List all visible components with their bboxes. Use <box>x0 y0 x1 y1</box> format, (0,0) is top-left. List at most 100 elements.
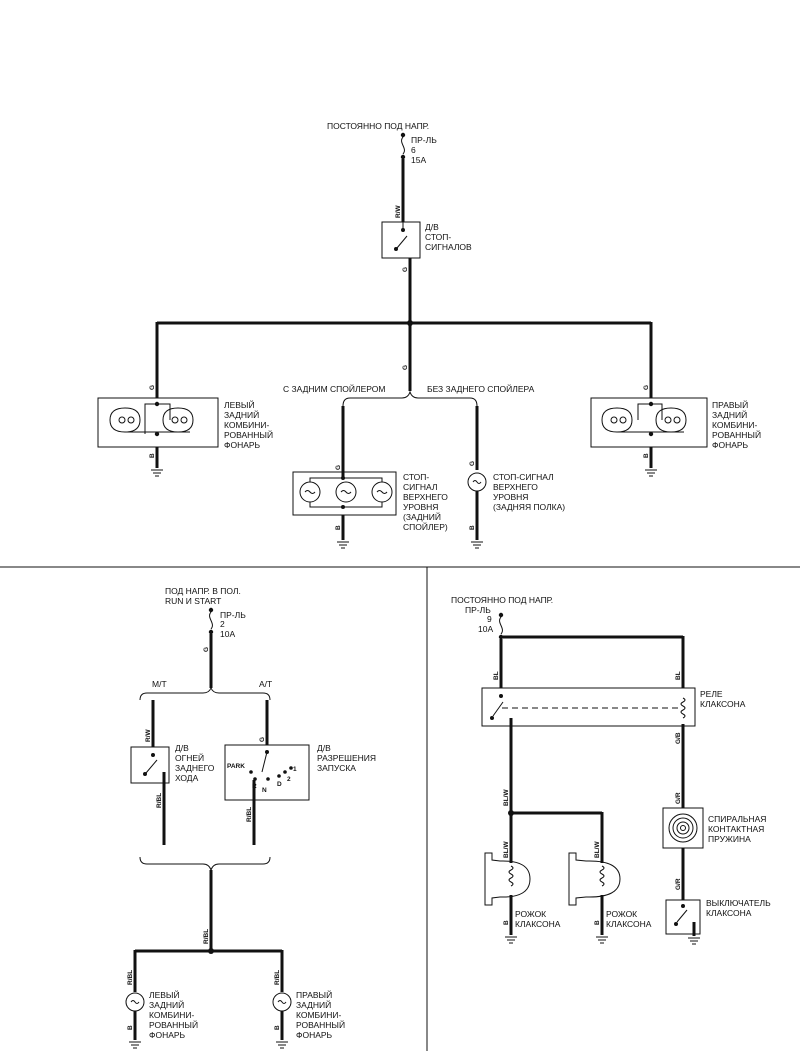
stop-fuse-name: ПР-ЛЬ <box>411 135 437 145</box>
stop-right-bulb-1 <box>601 407 633 433</box>
horn-relay-label-2: КЛАКСОНА <box>700 699 746 709</box>
stop-branch-brace <box>342 390 478 407</box>
reverse-wire-rbl-main-label: R/BL <box>203 929 210 944</box>
reverse-mt-label: M/T <box>152 679 167 689</box>
reverse-left-b-label: B <box>127 1025 134 1030</box>
park-switch-position-d <box>277 774 281 778</box>
reverse-at-wire-rbl-label: R/BL <box>246 807 253 822</box>
stop-left-filament-2a <box>171 416 179 424</box>
stop-hm-shelf-label-2: ВЕРХНЕГО <box>493 482 538 492</box>
horn-relay-label-1: РЕЛЕ <box>700 689 723 699</box>
reverse-right-lamp-label-3: КОМБИНИ- <box>296 1010 341 1020</box>
stop-left-lamp-input <box>154 401 160 407</box>
stop-hm-shelf-filament <box>472 480 482 484</box>
stop-hm-spoiler-bottom-bus <box>309 502 383 508</box>
horn-fuse-icon <box>499 616 503 635</box>
stop-branch-without-spoiler: БЕЗ ЗАДНЕГО СПОЙЛЕРА <box>427 383 535 394</box>
horn-switch-contact-bottom <box>674 922 678 926</box>
horn-fuse-name: ПР-ЛЬ <box>465 605 491 615</box>
park-neutral-switch-box <box>224 744 310 801</box>
reverse-right-b-label: B <box>274 1025 281 1030</box>
stop-right-lamp-label-4: РОВАННЫЙ <box>712 429 761 440</box>
stop-hm-shelf-ground-icon <box>471 541 483 549</box>
horn-relay-contact-bottom <box>490 716 494 720</box>
reverse-switch-label-1: Д/В <box>175 743 189 753</box>
stop-hm-spoiler-ground-icon <box>337 541 349 549</box>
horn-fuse-number: 9 <box>487 614 492 624</box>
clockspring-label-2: КОНТАКТНАЯ <box>708 824 764 834</box>
reverse-right-lamp-label-1: ПРАВЫЙ <box>296 989 332 1000</box>
reverse-right-ground-icon <box>276 1041 288 1049</box>
stop-branch-with-spoiler: С ЗАДНИМ СПОЙЛЕРОМ <box>283 383 385 394</box>
reverse-at-wire-g-label: G <box>259 737 266 742</box>
stop-fuse-bottom-terminal <box>400 154 406 160</box>
stop-right-lamp-box <box>590 397 708 448</box>
stop-fuse-rating: 15A <box>411 155 426 165</box>
clockspring-coil-2 <box>676 821 690 835</box>
horn-left-coil <box>508 865 514 887</box>
reverse-merge-brace <box>139 856 271 872</box>
horn-right-ground-icon <box>596 936 608 944</box>
horn-wire-gr-label-top: G/R <box>675 792 682 804</box>
reverse-lamp-splice <box>208 948 214 954</box>
reverse-left-lamp-label-3: КОМБИНИ- <box>149 1010 194 1020</box>
stop-hm-spoiler-top-bus <box>309 477 383 482</box>
stop-hm-shelf-label-1: СТОП-СИГНАЛ <box>493 472 554 482</box>
horn-switch-ground-icon <box>688 937 700 945</box>
horn-left-ground-icon <box>505 936 517 944</box>
stop-right-lamp-label-2: ЗАДНИЙ <box>712 409 747 420</box>
stop-right-filament-2a <box>664 416 672 424</box>
horn-source-label: ПОСТОЯННО ПОД НАПР. <box>451 595 553 605</box>
horn-right-label-2: КЛАКСОНА <box>606 919 652 929</box>
stop-hm-spoiler-output <box>341 505 345 509</box>
stop-hm-spoiler-label-5: (ЗАДНИЙ <box>403 511 441 522</box>
reverse-left-lamp-label-4: РОВАННЫЙ <box>149 1019 198 1030</box>
reverse-left-lamp-label-1: ЛЕВЫЙ <box>149 989 180 1000</box>
stop-left-filament-1a <box>118 416 126 424</box>
stop-hm-spoiler-input <box>341 476 345 480</box>
stop-left-lamp-label-2: ЗАДНИЙ <box>224 409 259 420</box>
stop-wire-rw-label: R/W <box>395 205 402 219</box>
stop-right-filament-1b <box>619 416 627 424</box>
stop-right-b-label: B <box>643 453 650 458</box>
park-switch-label-text-1: Д/В <box>317 743 331 753</box>
horn-left-wire-label: BL/W <box>503 841 510 858</box>
horn-relay-box <box>481 687 696 727</box>
stop-left-lamp-label-5: ФОНАРЬ <box>224 440 261 450</box>
horn-relay-contact-top <box>499 694 503 698</box>
reverse-fuse-top-terminal <box>208 607 214 613</box>
reverse-lamp-circuit: ПОД НАПР. В ПОЛ. RUN И START ПР-ЛЬ 2 10A… <box>125 586 376 1049</box>
reverse-fuse-number: 2 <box>220 619 225 629</box>
horn-right-b-label: B <box>594 920 601 925</box>
park-switch-label-2: 2 <box>287 776 291 783</box>
park-switch-blade <box>261 751 268 773</box>
stop-hm-spoiler-label-1: СТОП- <box>403 472 429 482</box>
reverse-switch-label-2: ОГНЕЙ <box>175 752 204 763</box>
horn-wire-blw-main-label: BL/W <box>503 789 510 806</box>
stop-left-bulb-2 <box>162 407 194 433</box>
horn-relay-coil-icon <box>680 697 686 719</box>
stop-wire-g-label: G <box>402 267 409 272</box>
stop-left-g-label: G <box>149 385 156 390</box>
horn-switch-label-2: КЛАКСОНА <box>706 908 752 918</box>
stop-left-ground-icon <box>151 469 163 477</box>
horn-left-b-label: B <box>503 920 510 925</box>
park-switch-label-n: N <box>262 787 267 794</box>
reverse-switch-label-3: ЗАДНЕГО <box>175 763 215 773</box>
horn-wire-bl-label-right: BL <box>675 671 682 680</box>
stop-switch-label-1: Д/В <box>425 222 439 232</box>
stop-right-lamp-label-5: ФОНАРЬ <box>712 440 749 450</box>
stop-right-lamp-label-1: ПРАВЫЙ <box>712 399 748 410</box>
stop-left-filament-2b <box>180 416 188 424</box>
stop-hm-shelf-b-label: B <box>469 525 476 530</box>
clockspring-label-3: ПРУЖИНА <box>708 834 751 844</box>
horn-wire-bl-label-left: BL <box>493 671 500 680</box>
stop-switch-blade <box>396 235 408 249</box>
stop-right-lamp-label-3: КОМБИНИ- <box>712 420 757 430</box>
stop-fuse-number: 6 <box>411 145 416 155</box>
reverse-mt-wire-rbl-label: R/BL <box>156 793 163 808</box>
horn-switch-label-1: ВЫКЛЮЧАТЕЛЬ <box>706 898 771 908</box>
reverse-right-lamp-label-4: РОВАННЫЙ <box>296 1019 345 1030</box>
stop-fuse-top-terminal <box>400 132 406 138</box>
